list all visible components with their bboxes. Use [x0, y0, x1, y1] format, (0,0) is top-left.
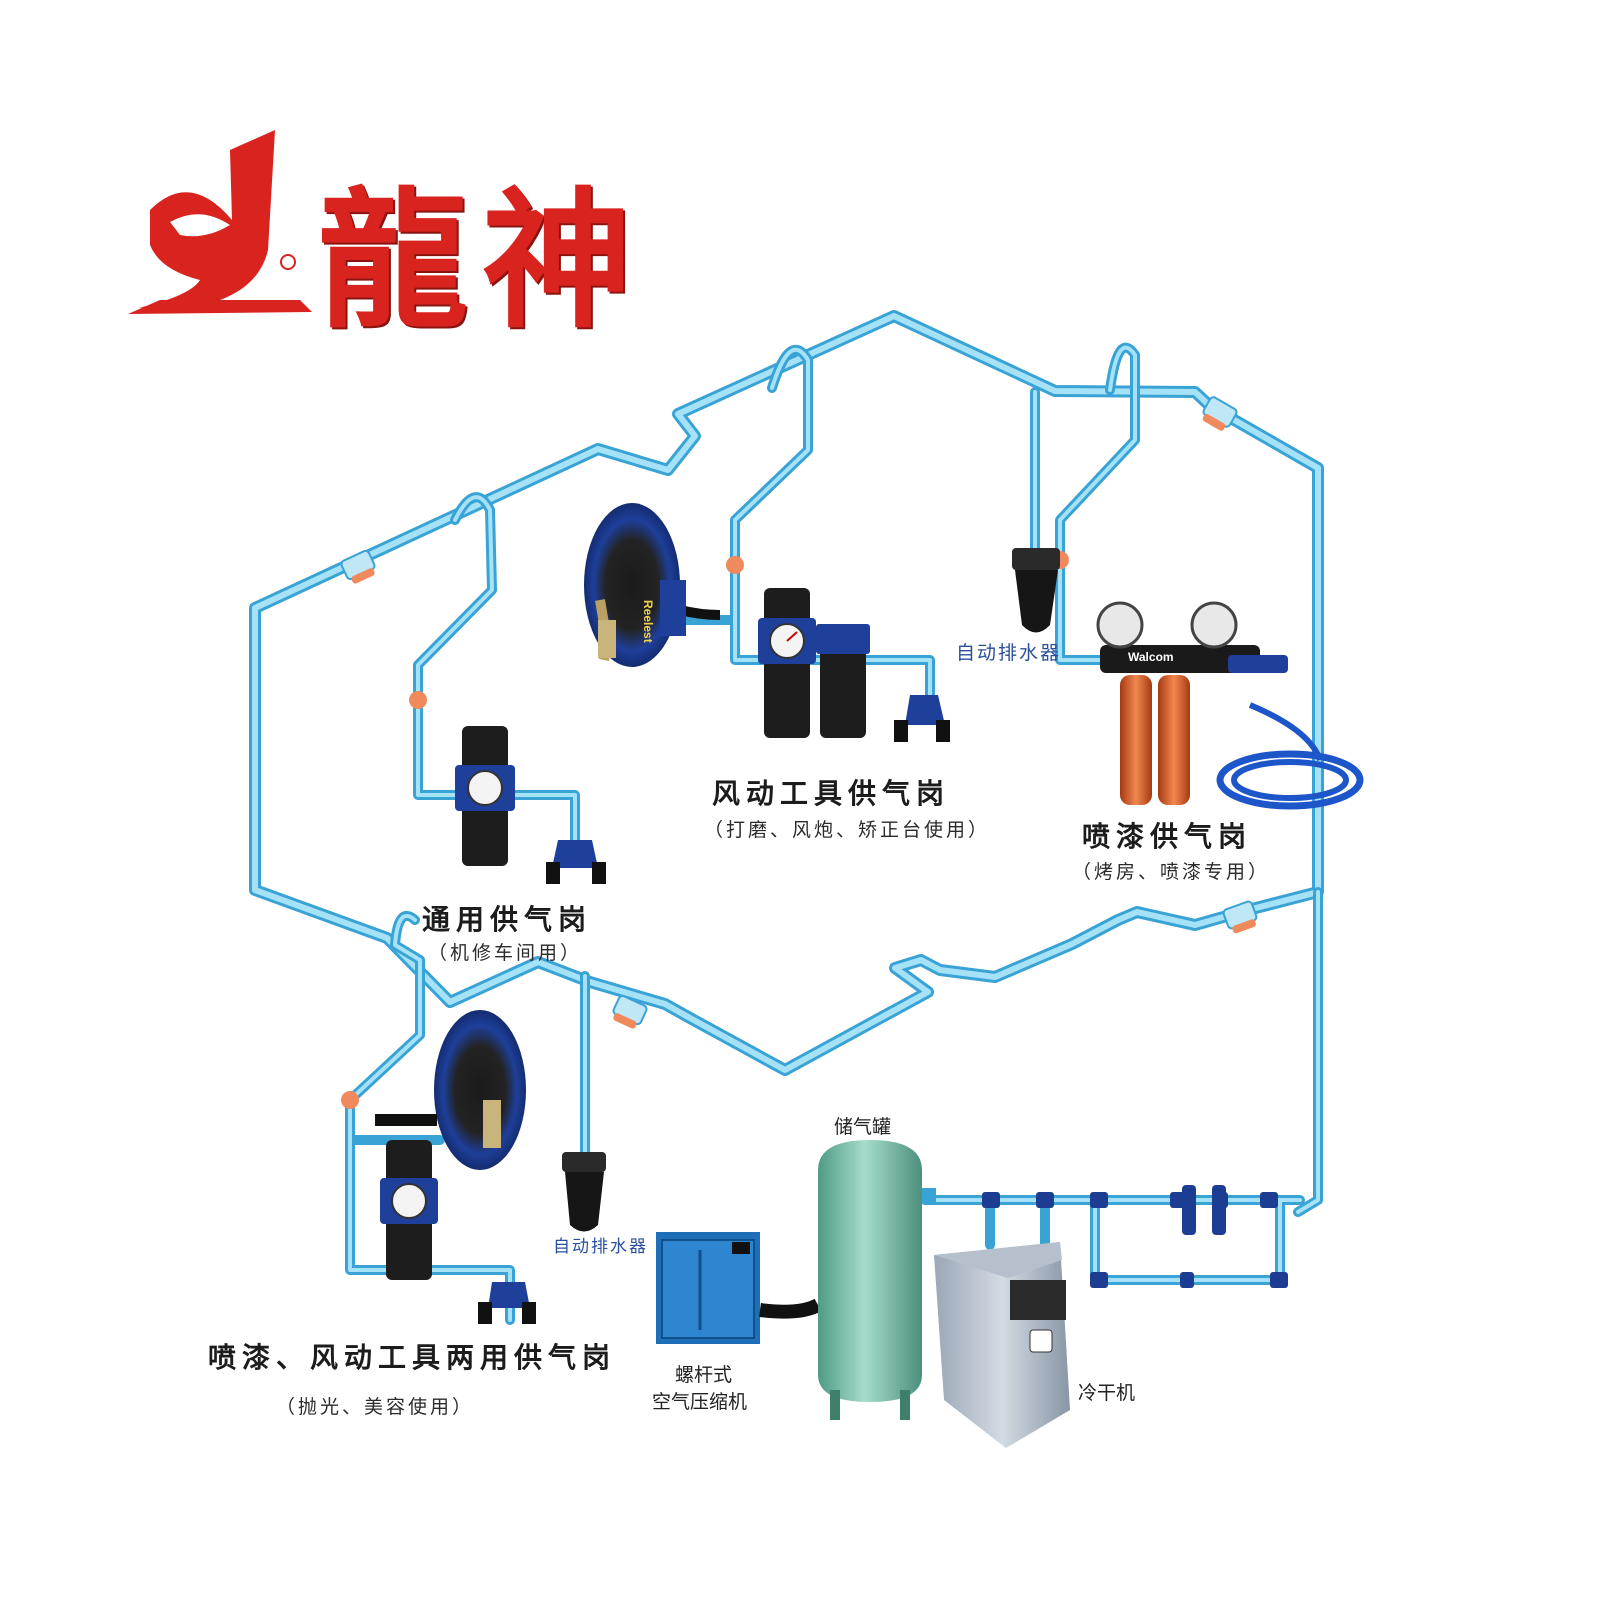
- label-auto-drain-bottom: 自动排水器: [553, 1237, 648, 1257]
- air-storage-tank: [818, 1140, 936, 1420]
- frl-unit-dual: [380, 1140, 536, 1324]
- station-note-general: （机修车间用）: [428, 942, 583, 964]
- station-title-spray-paint: 喷漆供气岗: [1082, 820, 1253, 853]
- station-note-dual-use: （抛光、美容使用）: [276, 1396, 475, 1418]
- hose-reel-bottom: [375, 1010, 526, 1170]
- label-air-tank: 储气罐: [834, 1116, 892, 1138]
- station-title-general: 通用供气岗: [422, 903, 593, 936]
- station-note-spray-paint: （烤房、喷漆专用）: [1072, 861, 1271, 883]
- refrigerated-dryer: [934, 1242, 1070, 1448]
- station-title-pneumatic-tools: 风动工具供气岗: [712, 777, 951, 810]
- dragon-logo: [128, 130, 312, 314]
- manifold-fittings: [982, 1185, 1288, 1288]
- frl-unit-general: [455, 726, 606, 884]
- station-note-pneumatic-tools: （打磨、风炮、矫正台使用）: [704, 819, 991, 841]
- screw-compressor: [656, 1232, 822, 1344]
- label-compressor-line1: 螺杆式: [675, 1364, 733, 1386]
- filter-brand-label: Walcom: [1128, 650, 1174, 664]
- frl-unit-tools: [758, 588, 950, 742]
- label-dryer: 冷干机: [1078, 1382, 1136, 1404]
- label-compressor-line2: 空气压缩机: [652, 1391, 748, 1413]
- auto-drain-bottom: [562, 1152, 606, 1232]
- station-title-dual-use: 喷漆、风动工具两用供气岗: [208, 1341, 617, 1374]
- auto-drain-top: [1012, 548, 1060, 633]
- spray-paint-filter-unit: [1096, 601, 1364, 810]
- brand-name: 龍神: [318, 173, 647, 349]
- hose-reel-top: [584, 503, 721, 667]
- reel-brand-label: Reelest: [641, 600, 655, 643]
- label-auto-drain-top: 自动排水器: [956, 642, 1062, 664]
